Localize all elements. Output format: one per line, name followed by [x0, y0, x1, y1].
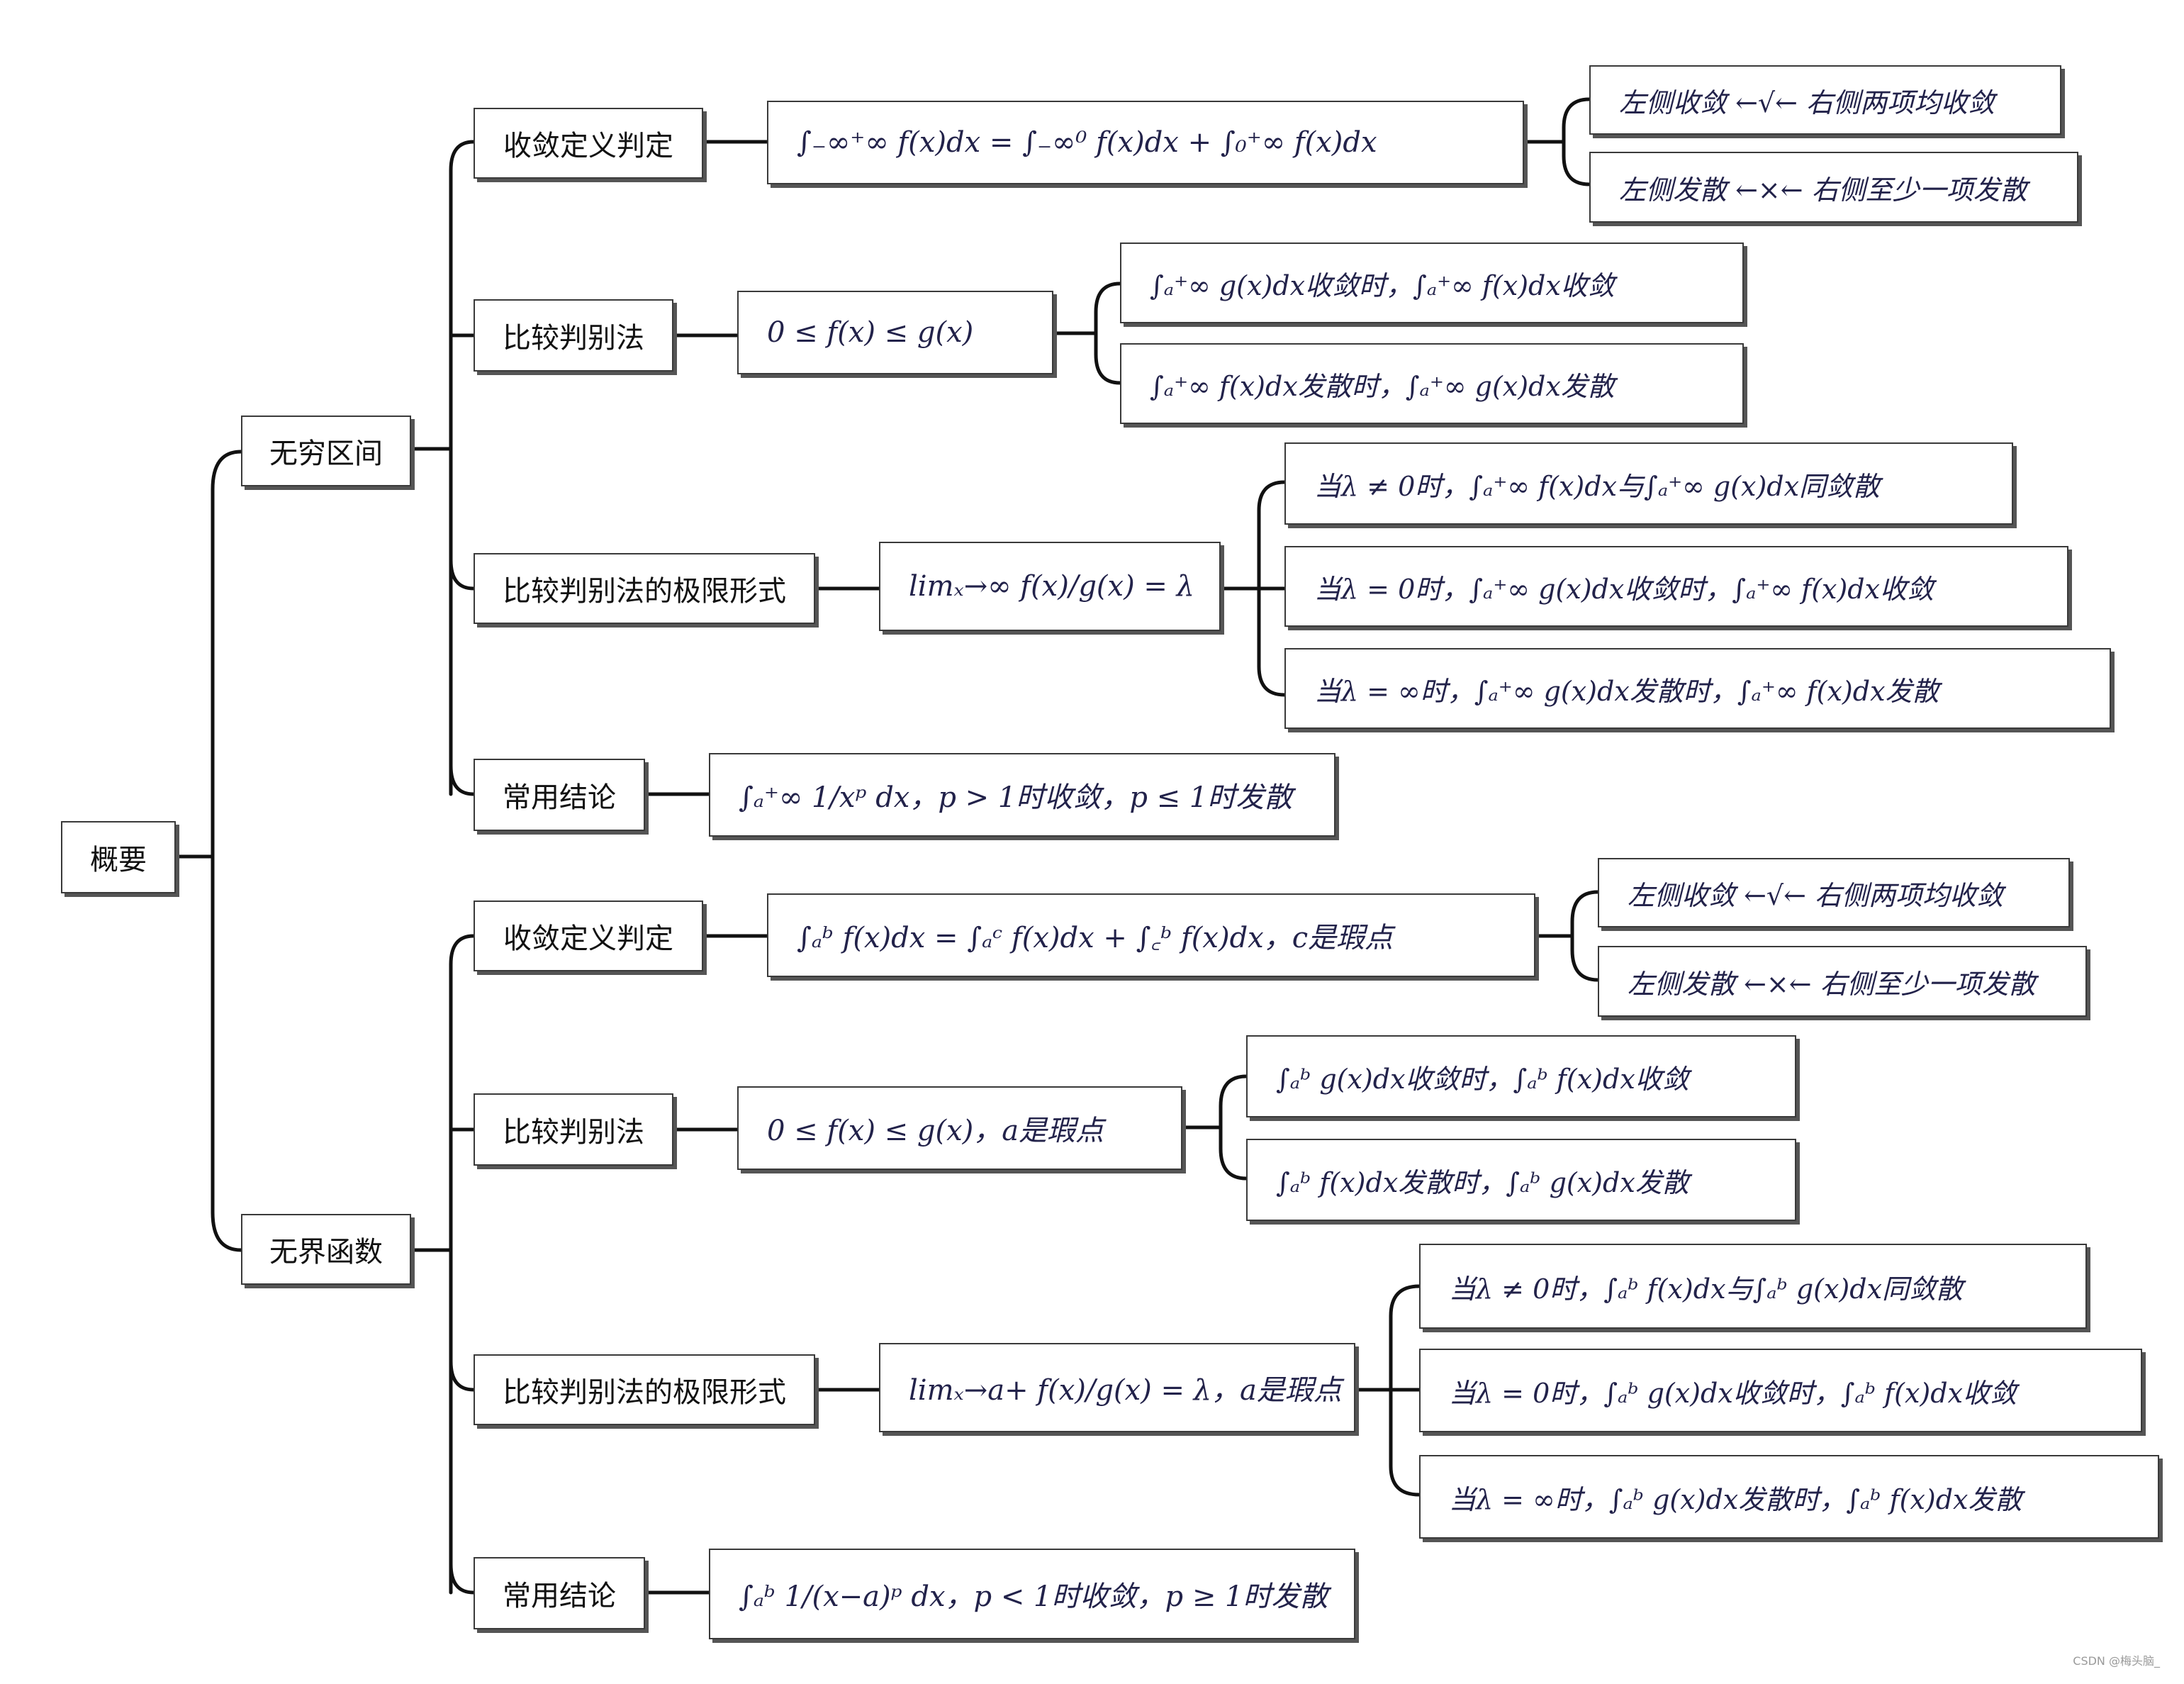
- result-left-converges: 左侧收敛 ←√← 右侧两项均收敛: [1598, 858, 2070, 927]
- formula-convergence-definition: ∫₋∞⁺∞ f(x)dx = ∫₋∞⁰ f(x)dx + ∫₀⁺∞ f(x)dx: [767, 101, 1524, 184]
- item-limit-comparison-test[interactable]: 比较判别法的极限形式: [474, 553, 815, 624]
- result-left-converges: 左侧收敛 ←√← 右侧两项均收敛: [1589, 65, 2061, 135]
- item-convergence-definition[interactable]: 收敛定义判定: [474, 108, 703, 179]
- result-lambda-zero: 当λ = 0时，∫ₐᵇ g(x)dx收敛时，∫ₐᵇ f(x)dx收敛: [1419, 1349, 2142, 1432]
- result-comparison-converges: ∫ₐ⁺∞ g(x)dx收敛时，∫ₐ⁺∞ f(x)dx收敛: [1120, 242, 1744, 323]
- root-node[interactable]: 概要: [61, 821, 176, 893]
- result-comparison-converges: ∫ₐᵇ g(x)dx收敛时，∫ₐᵇ f(x)dx收敛: [1246, 1035, 1796, 1117]
- formula-convergence-definition: ∫ₐᵇ f(x)dx = ∫ₐᶜ f(x)dx + ∫꜀ᵇ f(x)dx，c是瑕…: [767, 893, 1535, 977]
- watermark: CSDN @梅头脑_: [2073, 1654, 2160, 1668]
- formula-p-integral: ∫ₐ⁺∞ 1/xᵖ dx，p > 1时收敛，p ≤ 1时发散: [709, 753, 1335, 837]
- item-comparison-test[interactable]: 比较判别法: [474, 299, 673, 372]
- item-comparison-test[interactable]: 比较判别法: [474, 1093, 673, 1166]
- result-lambda-nonzero: 当λ ≠ 0时，∫ₐᵇ f(x)dx与∫ₐᵇ g(x)dx同敛散: [1419, 1244, 2087, 1329]
- result-lambda-zero: 当λ = 0时，∫ₐ⁺∞ g(x)dx收敛时，∫ₐ⁺∞ f(x)dx收敛: [1284, 546, 2068, 627]
- result-lambda-infinity: 当λ = ∞时，∫ₐ⁺∞ g(x)dx发散时，∫ₐ⁺∞ f(x)dx发散: [1284, 648, 2111, 729]
- formula-comparison-test: 0 ≤ f(x) ≤ g(x)，a是瑕点: [737, 1086, 1182, 1170]
- branch-unbounded-function[interactable]: 无界函数: [241, 1214, 411, 1285]
- result-left-diverges: 左侧发散 ←×← 右侧至少一项发散: [1598, 946, 2087, 1017]
- result-comparison-diverges: ∫ₐᵇ f(x)dx发散时，∫ₐᵇ g(x)dx发散: [1246, 1139, 1796, 1221]
- item-common-conclusion[interactable]: 常用结论: [474, 1557, 645, 1629]
- result-left-diverges: 左侧发散 ←×← 右侧至少一项发散: [1589, 152, 2078, 223]
- branch-infinite-interval[interactable]: 无穷区间: [241, 416, 411, 486]
- result-comparison-diverges: ∫ₐ⁺∞ f(x)dx发散时，∫ₐ⁺∞ g(x)dx发散: [1120, 343, 1744, 424]
- item-convergence-definition[interactable]: 收敛定义判定: [474, 900, 703, 971]
- formula-limit-comparison: limₓ→a+ f(x)/g(x) = λ，a是瑕点: [879, 1343, 1355, 1432]
- item-common-conclusion[interactable]: 常用结论: [474, 759, 645, 831]
- result-lambda-nonzero: 当λ ≠ 0时，∫ₐ⁺∞ f(x)dx与∫ₐ⁺∞ g(x)dx同敛散: [1284, 442, 2013, 525]
- item-limit-comparison-test[interactable]: 比较判别法的极限形式: [474, 1354, 815, 1425]
- formula-p-integral: ∫ₐᵇ 1/(x−a)ᵖ dx，p < 1时收敛，p ≥ 1时发散: [709, 1549, 1355, 1639]
- result-lambda-infinity: 当λ = ∞时，∫ₐᵇ g(x)dx发散时，∫ₐᵇ f(x)dx发散: [1419, 1455, 2159, 1539]
- formula-comparison-test: 0 ≤ f(x) ≤ g(x): [737, 291, 1053, 374]
- formula-limit-comparison: limₓ→∞ f(x)/g(x) = λ: [879, 542, 1221, 631]
